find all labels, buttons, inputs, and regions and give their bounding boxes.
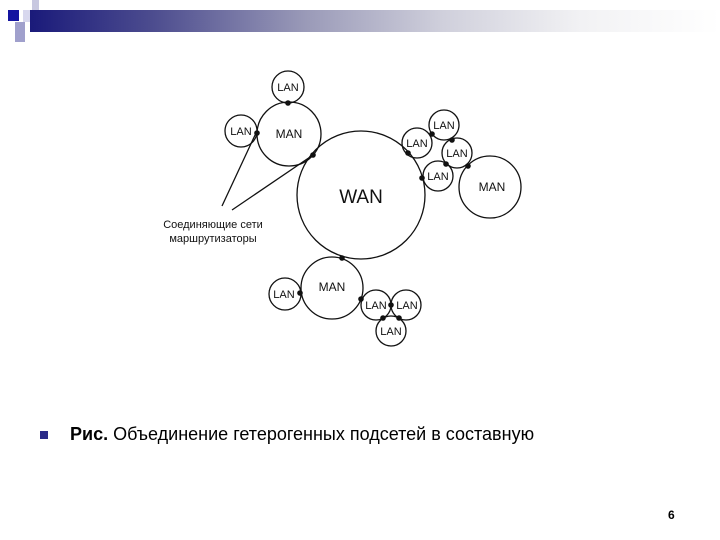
pointer-line	[231, 154, 314, 211]
router-dot	[429, 131, 435, 137]
router-dot	[297, 290, 303, 296]
man-circle-right	[458, 155, 522, 219]
caption-text: Объединение гетерогенных подсетей в сост…	[113, 424, 535, 444]
router-dot	[254, 130, 260, 136]
annotation-line1: Соединяющие сети	[163, 219, 263, 231]
lan-label: LAN	[396, 300, 417, 312]
header-decoration-square	[8, 10, 19, 21]
annotation-line2: маршрутизаторы	[169, 233, 256, 245]
wan-circle	[296, 130, 426, 260]
man-circle-bottom	[300, 256, 364, 320]
lan-label: LAN	[273, 289, 294, 301]
router-dot	[449, 137, 455, 143]
header-decoration	[15, 22, 25, 42]
pointer-line	[221, 132, 257, 207]
lan-label: LAN	[365, 300, 386, 312]
lan-label: LAN	[230, 126, 251, 138]
man-label: MAN	[479, 180, 506, 194]
lan-label: LAN	[446, 148, 467, 160]
router-dot	[419, 175, 425, 181]
man-label: MAN	[276, 127, 303, 141]
router-dot	[310, 152, 316, 158]
router-dot	[285, 100, 291, 106]
lan-circle	[375, 315, 407, 347]
figure-caption: Рис. Объединение гетерогенных подсетей в…	[40, 424, 534, 445]
router-dot	[443, 161, 449, 167]
router-dot	[388, 302, 394, 308]
lan-label: LAN	[406, 138, 427, 150]
lan-label: LAN	[380, 326, 401, 338]
wan-label: WAN	[339, 187, 383, 208]
caption-prefix: Рис.	[70, 424, 109, 444]
router-dot	[465, 163, 471, 169]
bullet-square-icon	[40, 430, 48, 439]
lan-label: LAN	[433, 120, 454, 132]
header-gradient-bar	[30, 10, 720, 32]
man-label: MAN	[319, 280, 346, 294]
router-dot	[380, 315, 386, 321]
page-number: 6	[668, 508, 675, 522]
network-diagram: WAN MAN MAN MAN LAN LAN LAN LAN LAN LAN …	[163, 70, 522, 347]
lan-label: LAN	[277, 82, 298, 94]
router-dot	[358, 296, 364, 302]
lan-circle	[428, 109, 460, 141]
router-dot	[396, 315, 402, 321]
router-dot	[405, 150, 411, 156]
router-dot	[339, 255, 345, 261]
lan-label: LAN	[427, 171, 448, 183]
lan-circle	[401, 127, 433, 159]
lan-circle	[441, 137, 473, 169]
